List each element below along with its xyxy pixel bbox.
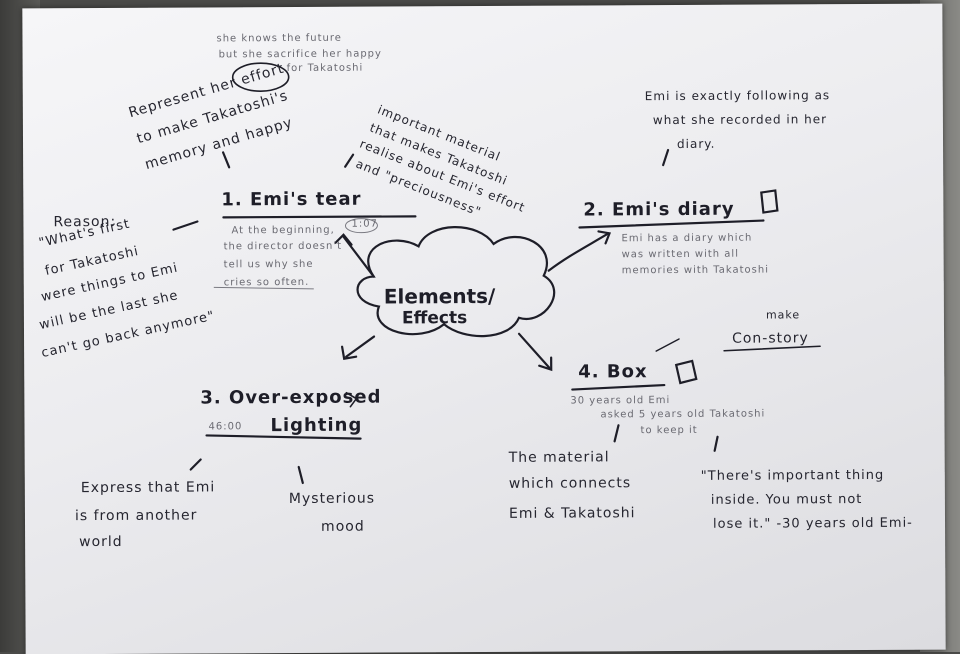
diary-note-3: diary.: [676, 136, 716, 151]
box-material-3: Emi & Takatoshi: [508, 505, 636, 522]
arrow-to-tear: [342, 235, 375, 278]
con-story-label: Con-story: [732, 330, 809, 347]
express-line-2: is from another: [74, 507, 198, 525]
box-heading: 4. Box: [578, 361, 648, 383]
center-title-line1: Elements/: [383, 283, 496, 309]
make-label: make: [765, 308, 801, 322]
diary-note-1: Emi is exactly following as: [644, 88, 831, 104]
sacrifice-line-1: she knows the future: [216, 32, 342, 45]
box-quote-2: inside. You must not: [710, 492, 863, 508]
express-line-1: Express that Emi: [80, 479, 216, 497]
mind-map-strokes: [172, 62, 821, 485]
sacrifice-line-3: for Takatoshi: [286, 62, 364, 75]
lighting-heading-2: Lighting: [270, 414, 363, 437]
mood-line-2: mood: [320, 518, 365, 535]
box-quote-3: lose it." -30 years old Emi-: [712, 515, 913, 532]
center-title-line2: Effects: [401, 308, 468, 329]
tear-desc-4: cries so often.: [223, 276, 310, 289]
tear-heading: 1. Emi's tear: [221, 188, 362, 211]
box-desc-3: to keep it: [640, 424, 698, 437]
tear-desc-3: tell us why she: [223, 258, 314, 271]
box-material-1: The material: [508, 449, 610, 466]
diary-desc-1: Emi has a diary which: [621, 232, 753, 245]
lighting-timestamp: 46:00: [208, 421, 243, 433]
arrow-to-diary: [547, 232, 610, 272]
box-material-2: which connects: [508, 475, 632, 492]
diary-heading: 2. Emi's diary: [583, 198, 735, 221]
arrow-to-box: [517, 332, 551, 369]
box-desc-1: 30 years old Emi: [570, 395, 671, 407]
tear-desc-2: the director doesn't: [223, 240, 343, 253]
box-quote-1: "There's important thing: [700, 467, 885, 484]
center-cloud: [356, 226, 556, 338]
diary-desc-3: memories with Takatoshi: [621, 264, 770, 277]
paper-sheet: Elements/ Effects 1. Emi's tear 1:07 At …: [22, 3, 946, 654]
express-line-3: world: [79, 533, 123, 551]
mood-line-1: Mysterious: [288, 490, 376, 508]
lighting-heading-1: 3. Over-exposed: [200, 386, 382, 409]
tear-desc-1: At the beginning,: [231, 224, 335, 237]
sacrifice-line-2: but she sacrifice her happy: [218, 48, 382, 61]
box-desc-2: asked 5 years old Takatoshi: [600, 408, 766, 421]
tear-timestamp: 1:07: [351, 218, 378, 230]
diary-note-2: what she recorded in her: [652, 112, 828, 128]
arrow-to-lighting: [345, 335, 376, 358]
diary-desc-2: was written with all: [621, 248, 739, 261]
